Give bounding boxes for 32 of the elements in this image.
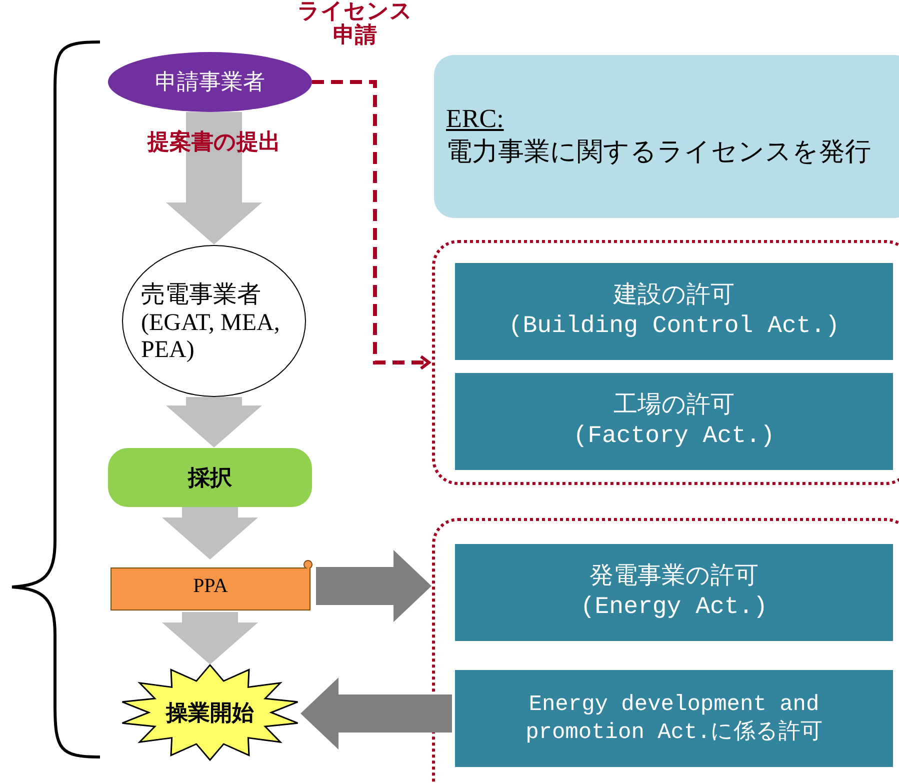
node-text: 工場の許可 [614, 392, 734, 422]
permit-box [455, 263, 893, 360]
permit-box [455, 373, 893, 470]
block-arrow [162, 507, 258, 560]
node-text: 操業開始 [166, 698, 254, 726]
edge-label: 提案書の提出 [146, 130, 282, 154]
node-text: 電力事業に関するライセンスを発行 [446, 136, 871, 168]
node-text: Energy development and promotion Act.に係る許可 [524, 691, 824, 746]
block-arrow [162, 612, 258, 664]
info-box [434, 55, 899, 218]
node-text: 申請事業者 [155, 68, 265, 96]
star-shape [120, 665, 300, 760]
process-box [108, 448, 312, 507]
permit-box [455, 544, 893, 641]
block-arrow [166, 397, 262, 448]
block-arrow [316, 550, 432, 622]
node-text: PPA [193, 574, 228, 598]
permit-box [455, 670, 893, 767]
node-text: (Energy Act.) [580, 592, 768, 622]
node-text: 採択 [188, 464, 232, 492]
block-arrow [166, 112, 262, 244]
node-text: 売電事業者 [141, 281, 261, 310]
block-arrow [300, 678, 452, 750]
node-text: (Building Control Act.) [508, 312, 840, 342]
node-text: (Factory Act.) [573, 422, 775, 452]
group-frame [432, 240, 899, 485]
group-frame [432, 518, 899, 783]
node-text: 建設の許可 [614, 282, 734, 312]
node-text: 発電事業の許可 [590, 562, 758, 592]
node-text: (EGAT, MEA, PEA) [141, 310, 281, 364]
heading-text: ERC: [446, 104, 504, 134]
dashed-arrow [312, 80, 430, 370]
